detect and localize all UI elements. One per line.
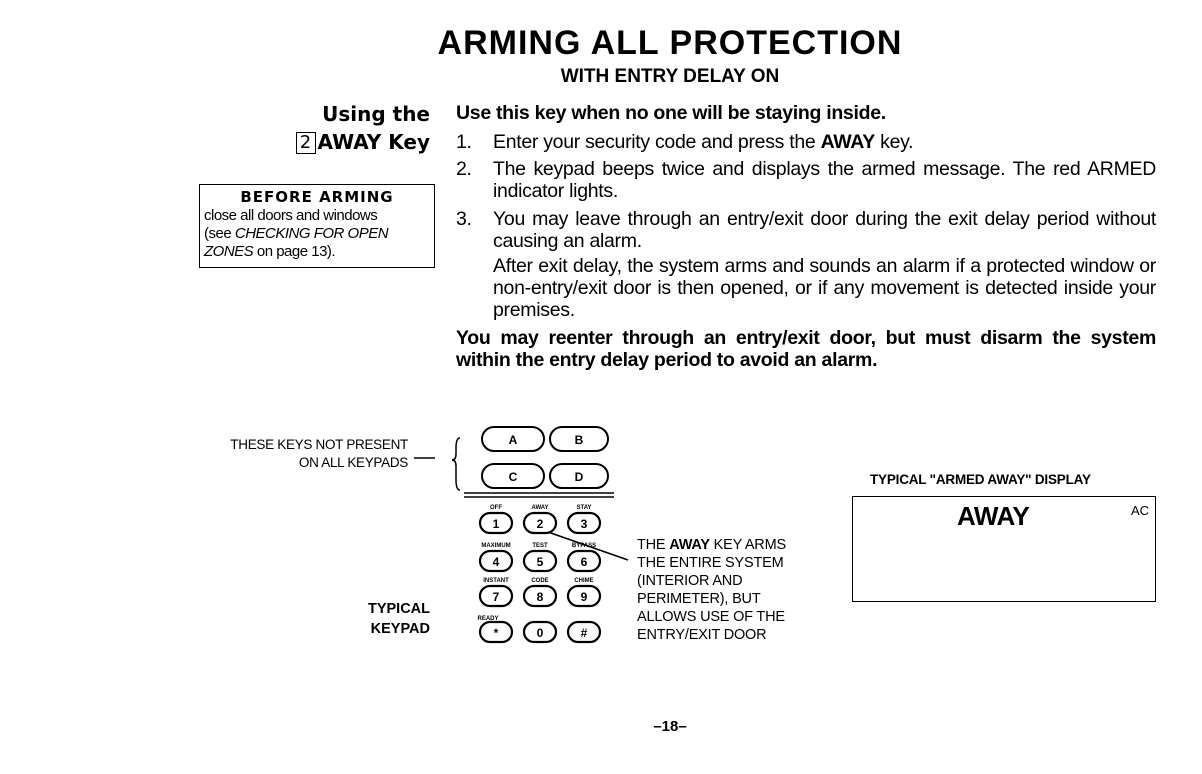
key-3[interactable]: 3 [566, 511, 602, 535]
label-off: OFF [490, 505, 502, 511]
label-stay: STAY [576, 505, 591, 511]
step-1: 1. Enter your security code and press th… [456, 131, 914, 153]
display-caption: TYPICAL "ARMED AWAY" DISPLAY [870, 472, 1091, 487]
label-chime: CHIME [574, 578, 593, 584]
key-7[interactable]: 7 [478, 584, 514, 608]
svg-text:*: * [494, 626, 499, 640]
step-3: 3. You may leave through an entry/exit d… [456, 208, 1156, 252]
svg-text:3: 3 [581, 517, 588, 531]
svg-text:#: # [581, 626, 588, 640]
key-8[interactable]: 8 [522, 584, 558, 608]
label-away: AWAY [531, 505, 548, 511]
page-subtitle: WITH ENTRY DELAY ON [560, 66, 780, 87]
before-arming-line3: ZONES on page 13). [204, 243, 336, 260]
svg-text:7: 7 [493, 590, 500, 604]
svg-text:0: 0 [537, 626, 544, 640]
svg-text:6: 6 [581, 555, 588, 569]
key-9[interactable]: 9 [566, 584, 602, 608]
brace-icon [451, 437, 461, 491]
before-arming-box: BEFORE ARMING close all doors and window… [199, 184, 435, 268]
display-corner-text: AC [1130, 503, 1149, 518]
display-main-text: AWAY [957, 501, 1030, 531]
svg-text:4: 4 [493, 555, 500, 569]
typical-keypad-label: TYPICAL KEYPAD [367, 601, 430, 637]
svg-text:A: A [509, 433, 518, 447]
label-bypass: BYPASS [572, 543, 596, 549]
keypad-illustration: A B C D OFF AWAY STAY MAXIMUM TEST BYPAS… [414, 426, 629, 644]
svg-text:C: C [509, 470, 518, 484]
reenter-text: You may reenter through an entry/exit do… [456, 327, 1156, 371]
after-exit-delay-text: After exit delay, the system arms and so… [493, 255, 1156, 321]
svg-text:D: D [575, 470, 584, 484]
keypad-display: AWAY AC [852, 496, 1156, 602]
key-star[interactable]: * [478, 620, 514, 644]
label-maximum: MAXIMUM [481, 543, 510, 549]
key-4[interactable]: 4 [478, 549, 514, 573]
svg-text:2: 2 [537, 517, 544, 531]
away-key-note: THE AWAY KEY ARMS THE ENTIRE SYSTEM (INT… [637, 537, 786, 643]
label-ready: READY [477, 616, 498, 622]
before-arming-heading: BEFORE ARMING [240, 188, 394, 206]
before-arming-line2: (see CHECKING FOR OPEN [204, 225, 389, 242]
keys-not-present-label: THESE KEYS NOT PRESENT ON ALL KEYPADS [230, 437, 408, 470]
side-heading-using: Using the [322, 102, 430, 126]
svg-text:B: B [575, 433, 584, 447]
before-arming-line1: close all doors and windows [204, 207, 378, 224]
key-c[interactable]: C [481, 463, 545, 489]
label-code: CODE [531, 578, 548, 584]
page-title: ARMING ALL PROTECTION [437, 24, 903, 62]
intro-text: Use this key when no one will be staying… [456, 102, 886, 124]
key-d[interactable]: D [549, 463, 609, 489]
page-number: –18– [653, 718, 687, 735]
label-instant: INSTANT [483, 578, 509, 584]
key-b[interactable]: B [549, 426, 609, 452]
key-1[interactable]: 1 [478, 511, 514, 535]
step-2: 2. The keypad beeps twice and displays t… [456, 158, 1156, 202]
key-number-box: 2 [295, 132, 316, 154]
svg-text:8: 8 [537, 590, 544, 604]
key-2[interactable]: 2 [522, 511, 558, 535]
key-0[interactable]: 0 [522, 620, 558, 644]
svg-text:9: 9 [581, 590, 588, 604]
key-6[interactable]: 6 [566, 549, 602, 573]
key-hash[interactable]: # [566, 620, 602, 644]
svg-text:1: 1 [493, 517, 500, 531]
key-a[interactable]: A [481, 426, 545, 452]
label-test: TEST [532, 543, 548, 549]
pointer-line [547, 531, 629, 561]
key-label: AWAY Key [317, 130, 431, 154]
key-5[interactable]: 5 [522, 549, 558, 573]
svg-text:5: 5 [537, 555, 544, 569]
